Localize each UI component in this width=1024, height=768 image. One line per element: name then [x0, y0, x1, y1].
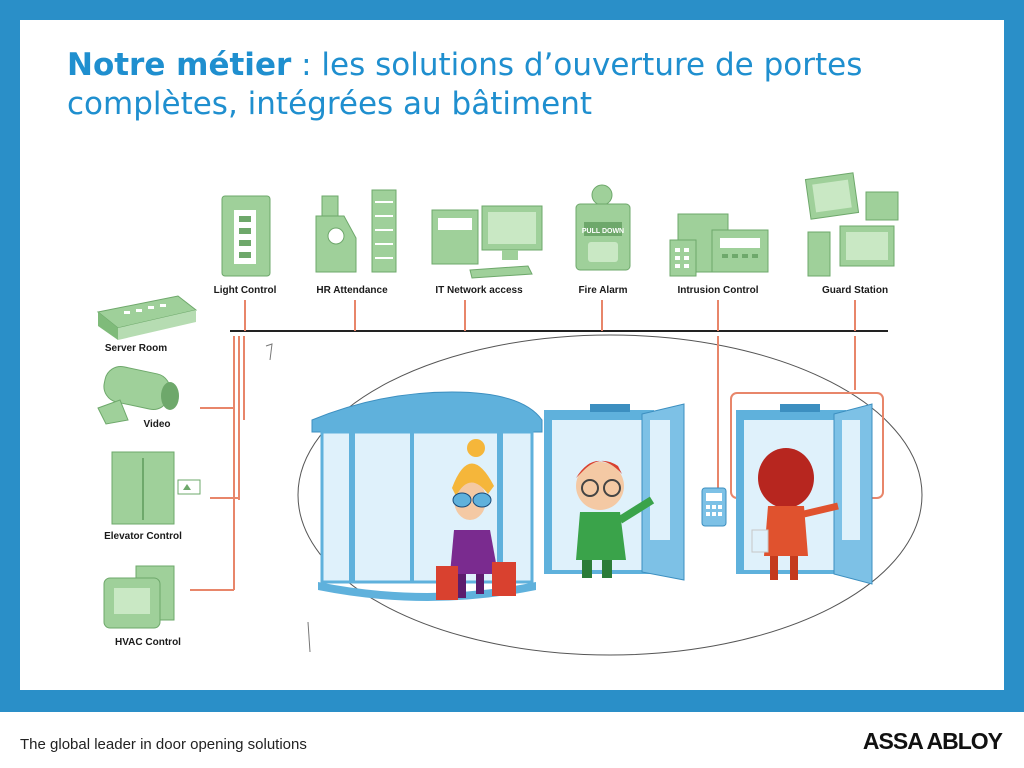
title-bold: Notre métier	[67, 47, 292, 83]
boy-figure	[576, 460, 655, 578]
footer-tagline: The global leader in door opening soluti…	[20, 736, 307, 753]
building-integration-diagram: Light Control HR Attendance IT Network a…	[96, 172, 923, 656]
video-camera-device	[97, 366, 179, 425]
label-guard-station: Guard Station	[822, 285, 888, 296]
hvac-control-device	[103, 565, 175, 629]
label-light-control: Light Control	[214, 285, 277, 296]
guard-station-device	[804, 172, 899, 277]
label-hr-attendance: HR Attendance	[316, 285, 388, 296]
fire-panel-text: PULL DOWN	[582, 228, 624, 235]
woman-shopper-figure	[436, 439, 516, 600]
elevator-control-device	[111, 451, 201, 525]
light-control-device	[221, 195, 271, 277]
it-network-device	[431, 205, 543, 279]
revolving-door	[311, 391, 543, 601]
scene-ellipse	[297, 334, 923, 656]
server-room-device	[96, 295, 198, 340]
hr-attendance-device	[315, 189, 397, 273]
label-intrusion-control: Intrusion Control	[677, 285, 758, 296]
intrusion-control-device	[669, 213, 769, 277]
title-rest: : les solutions d’ouverture de portes co…	[67, 47, 863, 122]
label-it-network: IT Network access	[435, 285, 523, 296]
footer-bar	[0, 712, 1024, 768]
label-hvac-control: HVAC Control	[115, 637, 181, 648]
fire-alarm-device: PULL DOWN	[575, 184, 631, 271]
label-fire-alarm: Fire Alarm	[578, 285, 627, 296]
card-reader-device	[701, 487, 727, 527]
woman-redhead-figure	[751, 448, 839, 580]
stray-mark-bottom	[307, 621, 311, 653]
stray-mark-top	[265, 343, 273, 361]
label-elevator-control: Elevator Control	[104, 531, 182, 542]
top-connectors	[244, 300, 856, 331]
label-video: Video	[143, 419, 170, 430]
slide-title: Notre métier : les solutions d’ouverture…	[67, 46, 967, 124]
brand-logo: ASSA ABLOY	[862, 728, 1003, 754]
label-server-room: Server Room	[105, 343, 167, 354]
